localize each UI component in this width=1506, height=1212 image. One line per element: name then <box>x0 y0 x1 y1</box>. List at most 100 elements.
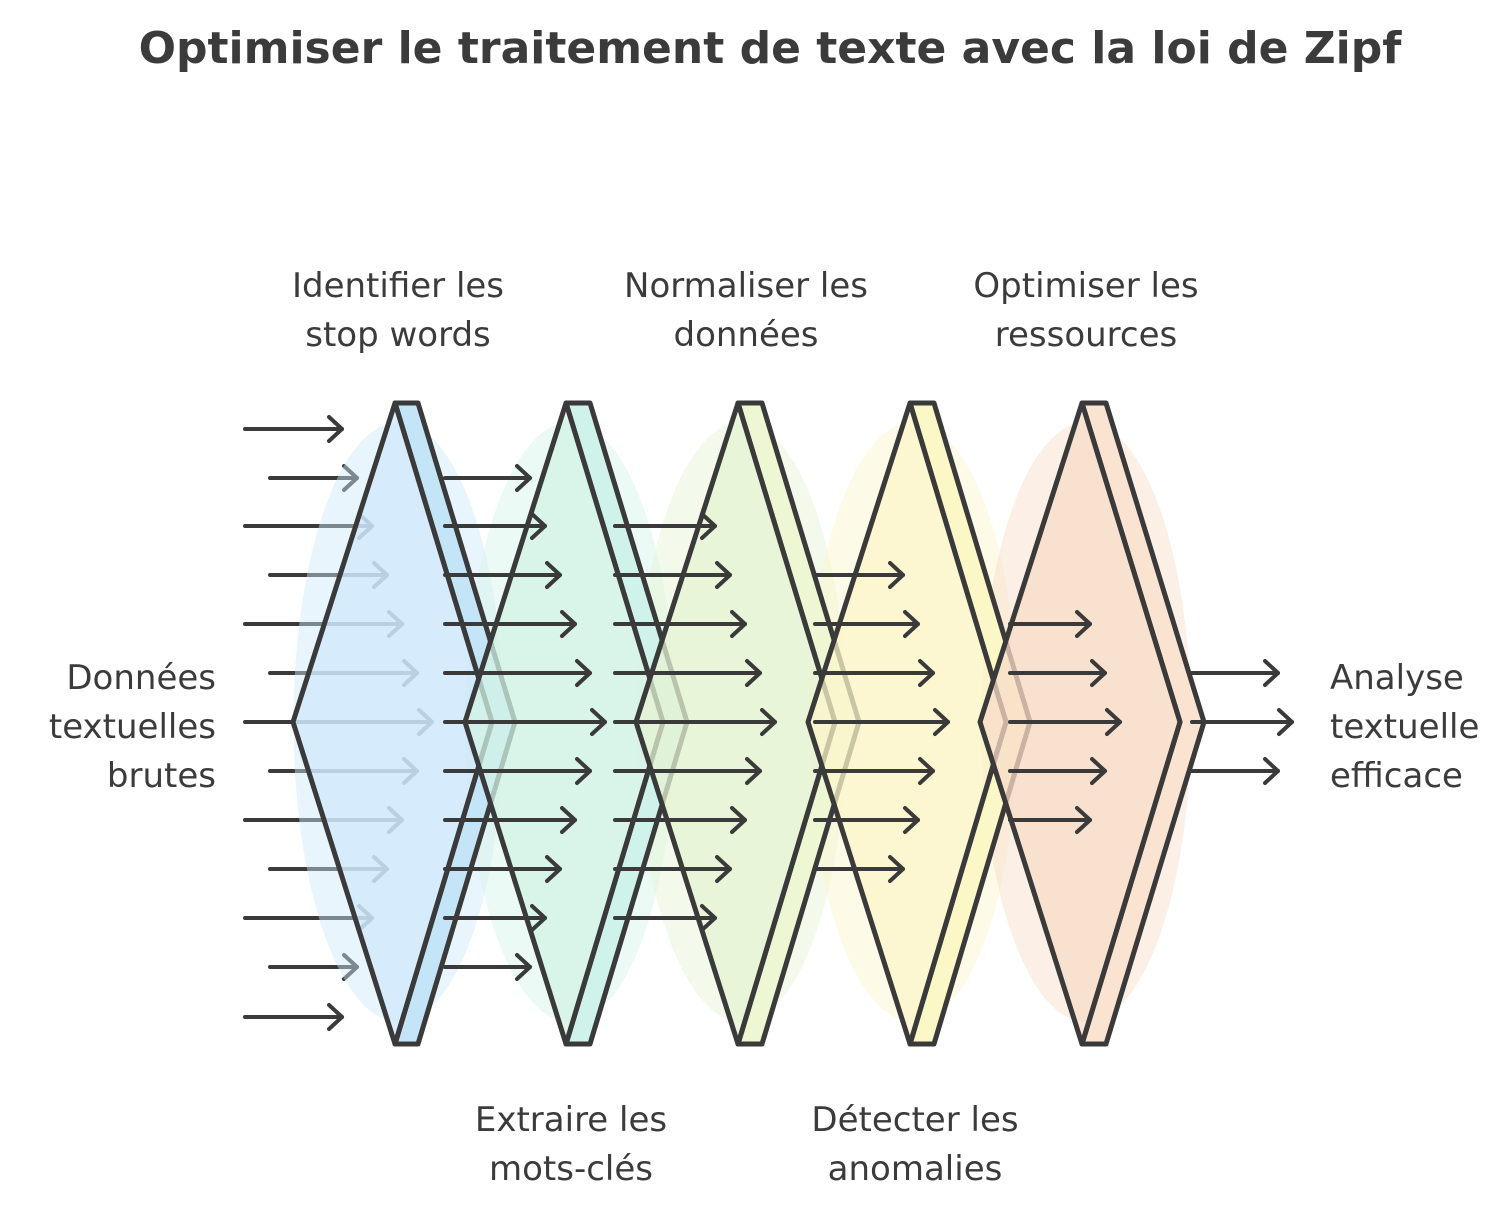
stage-label-normalize-data: Normaliser les données <box>586 262 906 360</box>
flow-arrow <box>443 708 607 736</box>
flow-arrow-head <box>933 708 950 736</box>
flow-arrow <box>613 512 717 540</box>
flow-arrow-head <box>530 512 547 540</box>
flow-arrow <box>243 415 344 443</box>
input-label-line-2: textuelles <box>48 707 216 747</box>
flow-arrow-head <box>1090 757 1107 785</box>
flow-arrow <box>813 610 920 638</box>
flow-arrow-head <box>545 855 562 883</box>
flow-arrow <box>613 561 732 589</box>
flow-arrow-head <box>1263 659 1280 687</box>
flow-arrow <box>443 757 592 785</box>
filter-panel-front <box>290 400 495 1047</box>
flow-arrow <box>1190 659 1280 687</box>
input-label-line-3: brutes <box>106 756 216 796</box>
stage-label-detect-anomalies: Détecter les anomalies <box>765 1096 1065 1194</box>
flow-arrow <box>443 610 577 638</box>
flow-arrow <box>268 953 359 981</box>
flow-arrow <box>443 904 547 932</box>
flow-arrow <box>443 806 577 834</box>
flow-arrow <box>443 464 532 492</box>
flow-arrow-head <box>560 610 577 638</box>
flow-arrow-head <box>1090 659 1107 687</box>
flow-arrow-head <box>888 561 905 589</box>
input-label: Données textuelles brutes <box>20 654 216 801</box>
stage-label-line-2: mots-clés <box>488 1149 653 1189</box>
output-label-line-3: efficace <box>1330 756 1463 796</box>
flow-arrow <box>1190 757 1280 785</box>
front-arrow-layer <box>443 464 1294 981</box>
flow-arrow-head <box>530 904 547 932</box>
flow-arrow-head <box>342 464 359 492</box>
flow-arrow-head <box>903 610 920 638</box>
flow-arrow <box>1008 757 1107 785</box>
stage-label-line-1: Optimiser les <box>973 266 1199 306</box>
flow-arrow-head <box>745 659 762 687</box>
flow-arrow <box>443 512 547 540</box>
flow-arrow <box>613 610 747 638</box>
flow-arrow-head <box>1105 708 1122 736</box>
flow-arrow <box>813 757 935 785</box>
flow-arrow <box>268 464 359 492</box>
flow-arrow-head <box>1277 708 1294 736</box>
stage-label-line-2: anomalies <box>827 1149 1003 1189</box>
flow-arrow <box>813 708 950 736</box>
flow-arrow <box>613 708 777 736</box>
flow-arrow-head <box>342 953 359 981</box>
stage-label-line-1: Détecter les <box>811 1100 1019 1140</box>
stage-label-optimize-resources: Optimiser les ressources <box>936 262 1236 360</box>
flow-arrow <box>1190 708 1294 736</box>
stage-label-line-1: Normaliser les <box>624 266 868 306</box>
flow-arrow <box>813 855 905 883</box>
flow-arrow <box>443 561 562 589</box>
output-label: Analyse textuelle efficace <box>1330 654 1506 801</box>
flow-arrow <box>613 757 762 785</box>
flow-arrow-head <box>700 512 717 540</box>
flow-arrow-head <box>918 659 935 687</box>
flow-arrow-head <box>1263 757 1280 785</box>
flow-arrow <box>243 1003 344 1031</box>
flow-arrow-head <box>715 855 732 883</box>
flow-arrow <box>813 659 935 687</box>
flow-arrow <box>1008 708 1122 736</box>
input-label-line-1: Données <box>66 658 216 698</box>
stage-label-line-2: données <box>673 315 819 355</box>
flow-arrow-head <box>715 561 732 589</box>
flow-arrow-head <box>760 708 777 736</box>
flow-arrow-head <box>327 1003 344 1031</box>
stage-label-extract-keywords: Extraire les mots-clés <box>421 1096 721 1194</box>
flow-arrow <box>613 855 732 883</box>
flow-arrow-head <box>560 806 577 834</box>
flow-arrow-head <box>327 415 344 443</box>
filter-panel <box>290 400 518 1047</box>
flow-arrow <box>613 806 747 834</box>
flow-arrow <box>443 953 532 981</box>
stage-label-line-1: Identifier les <box>291 266 505 306</box>
flow-arrow-head <box>575 659 592 687</box>
flow-arrow <box>443 855 562 883</box>
flow-arrow-head <box>1075 610 1092 638</box>
flow-arrow-head <box>888 855 905 883</box>
stage-label-identify-stop-words: Identifier les stop words <box>248 262 548 360</box>
flow-arrow <box>1008 610 1092 638</box>
flow-arrow-head <box>730 610 747 638</box>
output-label-line-1: Analyse <box>1330 658 1464 698</box>
flow-arrow-head <box>545 561 562 589</box>
flow-arrow-head <box>730 806 747 834</box>
flow-arrow <box>1008 806 1092 834</box>
flow-arrow-head <box>515 464 532 492</box>
flow-arrow <box>443 659 592 687</box>
flow-arrow-head <box>590 708 607 736</box>
flow-arrow-head <box>903 806 920 834</box>
flow-arrow <box>613 904 717 932</box>
stage-label-line-2: stop words <box>305 315 491 355</box>
flow-arrow <box>813 561 905 589</box>
flow-arrow <box>813 806 920 834</box>
stage-label-line-2: ressources <box>994 315 1178 355</box>
output-label-line-2: textuelle <box>1330 707 1480 747</box>
flow-arrow-head <box>700 904 717 932</box>
flow-arrow <box>613 659 762 687</box>
flow-arrow-head <box>918 757 935 785</box>
